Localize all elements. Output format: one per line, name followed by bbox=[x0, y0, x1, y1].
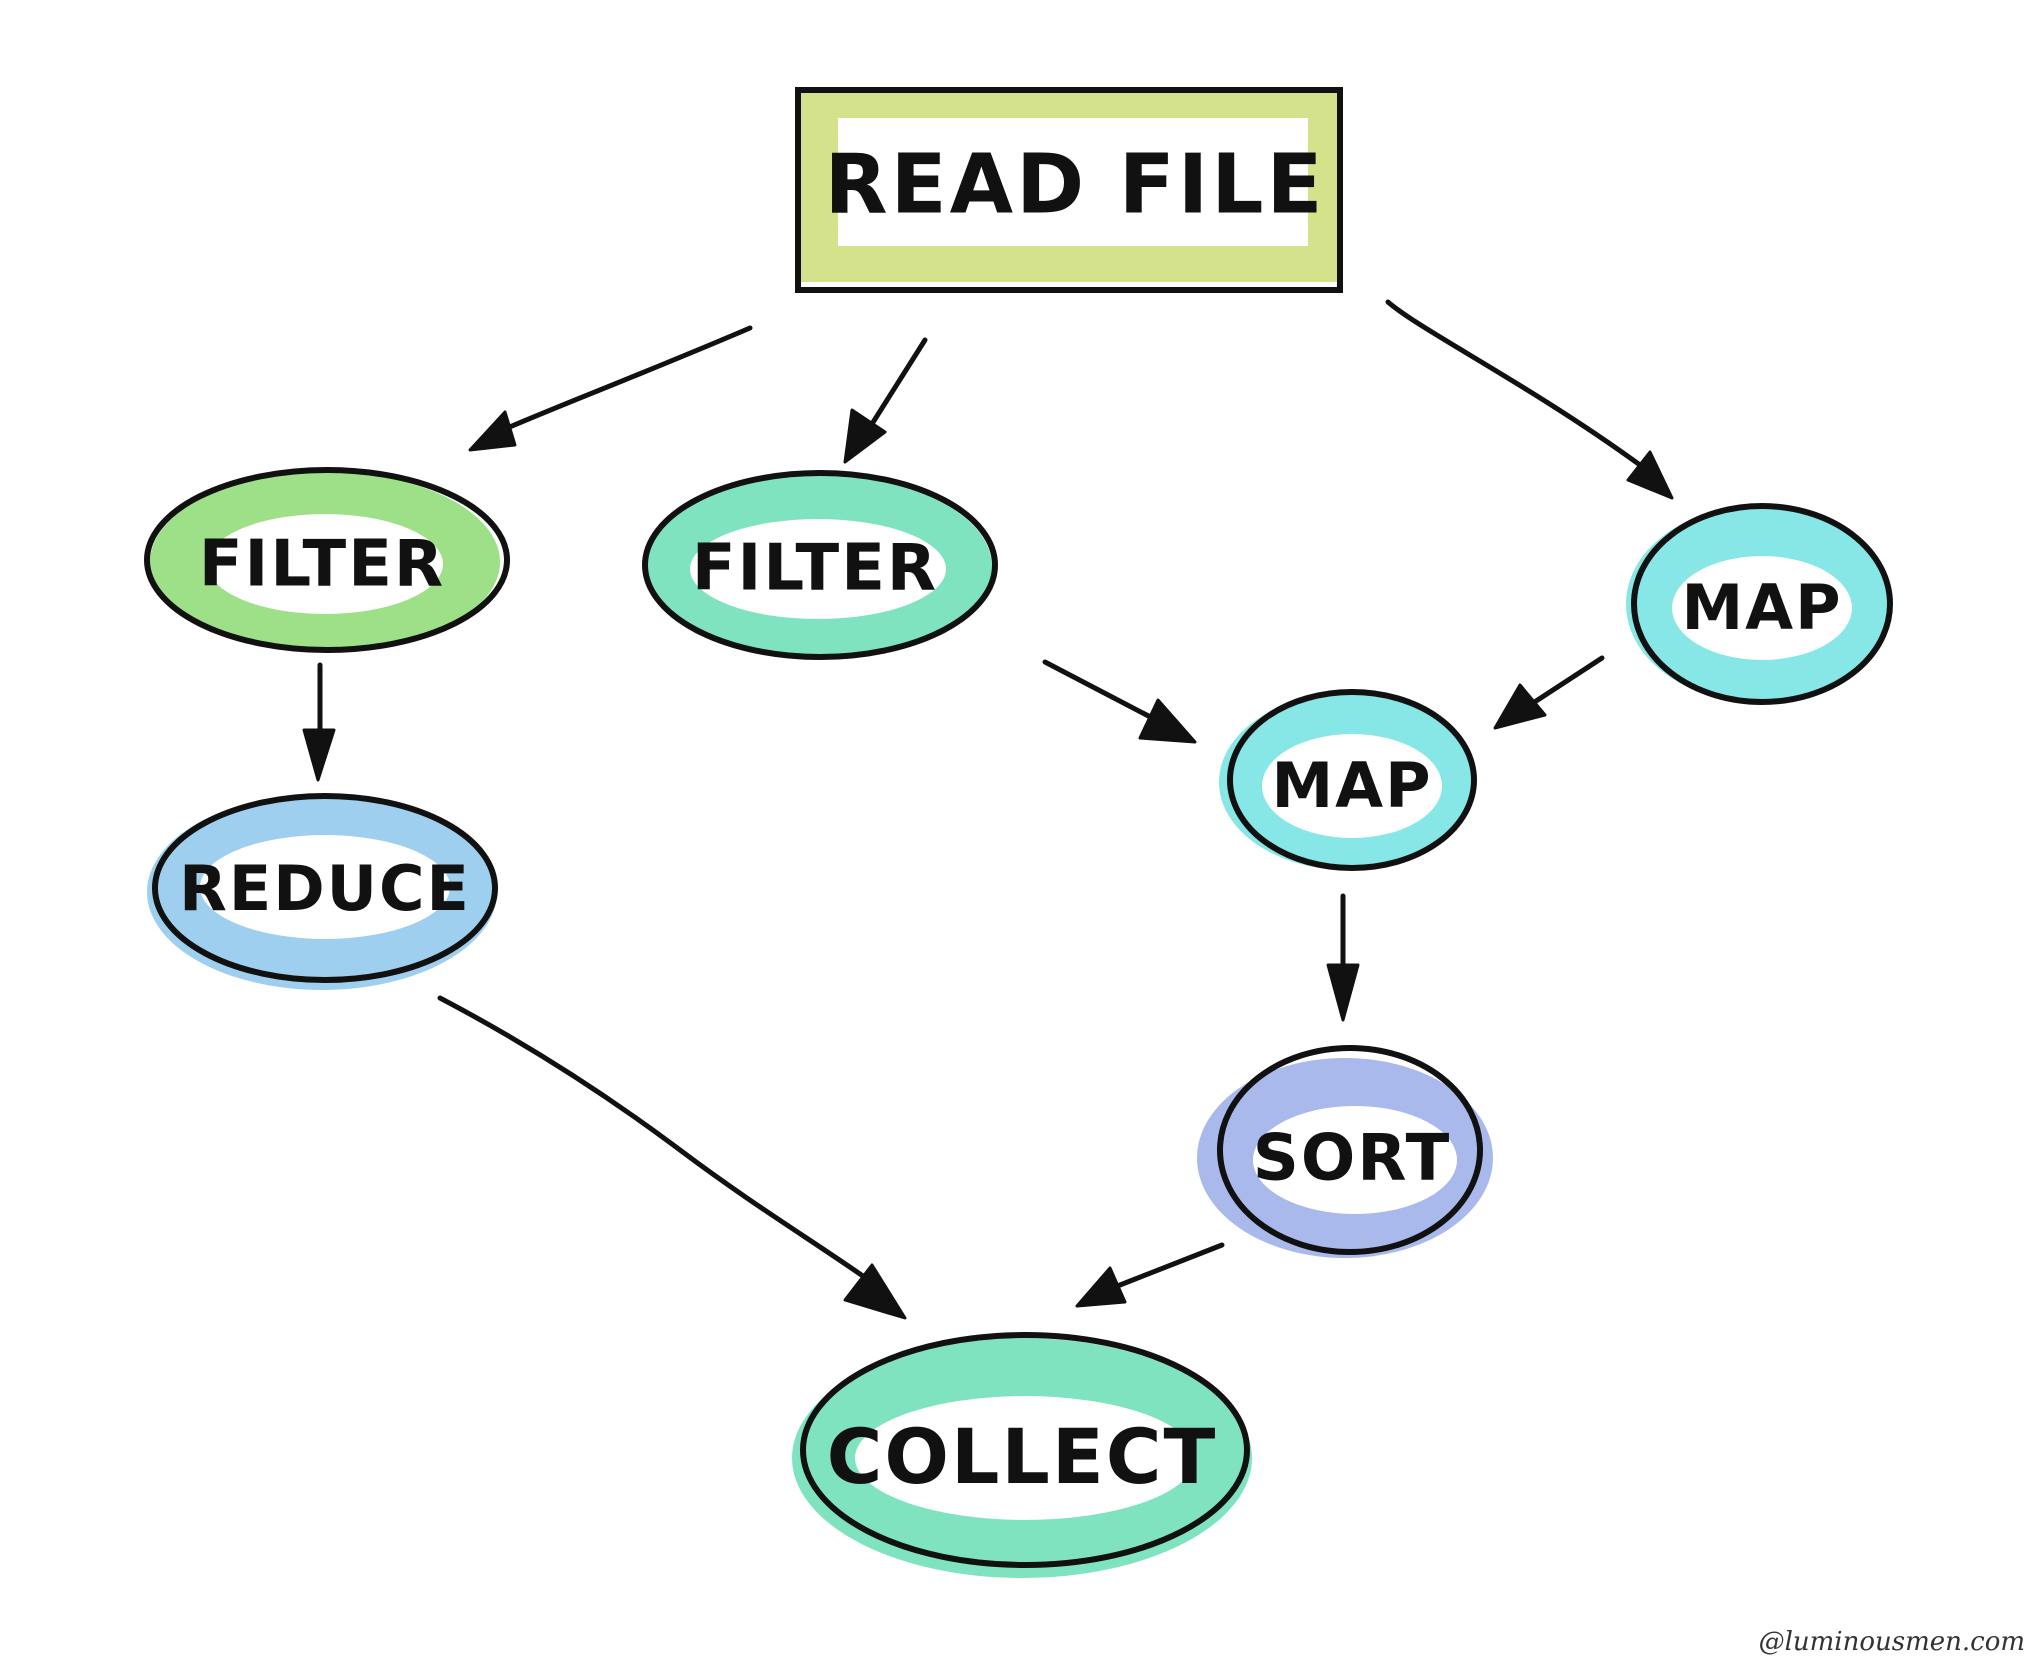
edge-filter-left-to-reduce bbox=[302, 662, 336, 782]
edge-line bbox=[1117, 1242, 1225, 1288]
filter-left-inner bbox=[207, 514, 443, 614]
filter-mid-label: FILTER bbox=[692, 532, 938, 606]
map-center-label: MAP bbox=[1271, 749, 1432, 822]
map-center-outline bbox=[1227, 689, 1477, 871]
map-right-outline bbox=[1631, 503, 1893, 705]
edge-line bbox=[862, 337, 928, 438]
collect-label: COLLECT bbox=[827, 1412, 1218, 1501]
credit-watermark: @luminousmen.com bbox=[1759, 1627, 2025, 1657]
edge-sort-to-collect bbox=[1075, 1242, 1225, 1308]
filter-left-label: FILTER bbox=[199, 528, 445, 602]
sort-inner bbox=[1253, 1106, 1457, 1214]
edge-reduce-to-collect bbox=[437, 995, 907, 1320]
arrowhead bbox=[843, 408, 887, 464]
filter-mid-node: FILTER bbox=[642, 470, 998, 660]
reduce-outline bbox=[152, 793, 498, 983]
collect-outline bbox=[800, 1332, 1250, 1568]
filter-mid-outline bbox=[642, 470, 998, 660]
map-right-node: MAP bbox=[1626, 503, 1893, 705]
edge-map-right-to-map-center bbox=[1493, 655, 1605, 730]
read-file-label: READ FILE bbox=[824, 137, 1325, 232]
map-right-inner bbox=[1672, 556, 1852, 660]
collect-inner bbox=[855, 1396, 1195, 1520]
read-file-outline bbox=[795, 87, 1343, 293]
sort-outline bbox=[1217, 1045, 1483, 1255]
arrowhead bbox=[1138, 698, 1197, 744]
collect-node: COLLECT bbox=[792, 1332, 1252, 1578]
arrowhead bbox=[302, 728, 336, 782]
edge-line bbox=[495, 325, 753, 435]
filter-left-node: FILTER bbox=[144, 467, 510, 653]
map-center-node: MAP bbox=[1219, 689, 1477, 871]
filter-left-outline bbox=[144, 467, 510, 653]
edge-map-center-to-sort bbox=[1326, 893, 1360, 1022]
arrowhead bbox=[843, 1263, 907, 1320]
edge-line bbox=[1042, 659, 1163, 725]
reduce-inner bbox=[200, 835, 450, 939]
arrowhead bbox=[1493, 683, 1547, 730]
arrowhead bbox=[1075, 1266, 1127, 1308]
sort-node: SORT bbox=[1197, 1045, 1493, 1258]
edge-readfile-to-map-right bbox=[1385, 299, 1674, 500]
edge-readfile-to-filter-left bbox=[468, 325, 753, 452]
reduce-label: REDUCE bbox=[179, 852, 471, 925]
edge-filter-mid-to-map-center bbox=[1042, 659, 1197, 744]
edge-readfile-to-filter-mid bbox=[843, 337, 928, 464]
edge-line bbox=[437, 995, 883, 1291]
edge-line bbox=[1385, 299, 1643, 468]
filter-mid-inner bbox=[690, 519, 946, 619]
reduce-node: REDUCE bbox=[147, 793, 498, 990]
map-right-label: MAP bbox=[1681, 571, 1842, 644]
arrowhead bbox=[1326, 963, 1360, 1022]
edge-line bbox=[1527, 655, 1605, 708]
read-file-node: READ FILE bbox=[795, 87, 1343, 293]
sort-label: SORT bbox=[1253, 1122, 1452, 1196]
read-file-inner-fill bbox=[838, 118, 1308, 246]
map-center-inner bbox=[1262, 734, 1442, 838]
arrowhead bbox=[1626, 450, 1674, 500]
arrowhead bbox=[468, 410, 517, 452]
